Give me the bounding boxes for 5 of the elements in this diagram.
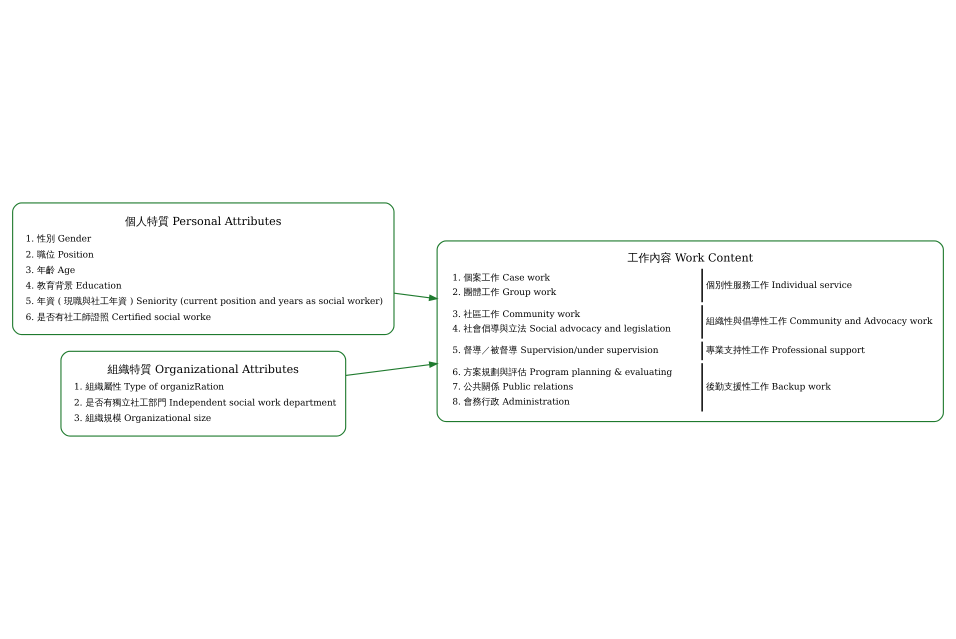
node-box: 個人特質 Personal Attributes 1. 性別 Gender 2. 職位 Position 3. 年齡 Age 4. 教育背景 Education 5. 年資 ( 現職與社工年資 ) Seniority (current position and years as social worker) 6. 是否有社工師證照 Certified social worke <box>12 202 395 336</box>
arrow <box>346 361 439 376</box>
node-box: 工作內容 Work Content 1. 個案工作 Case work 2. 團體工作 Group work 個別性服務工作 Individual service 3. 社區工作 Community work 4. 社會倡導與立法 Social advocacy and legislation 組織性與倡導性工作 Community and Advocacy work 5. 督導／被督導 Supervision/under supervision 專業支持性工作 Professional support 6. 方案規劃與評估 Program planning & evaluating 7. 公共關係 Public relations 8. 會務行政 Administration 後勤支援性工作 Backup work <box>436 240 944 422</box>
arrow <box>394 292 439 302</box>
node-box: 組織特質 Organizational Attributes 1. 組織屬性 Type of organizRation 2. 是否有獨立社工部門 Independent social work department 3. 組織規模 Organizational size <box>60 350 346 437</box>
